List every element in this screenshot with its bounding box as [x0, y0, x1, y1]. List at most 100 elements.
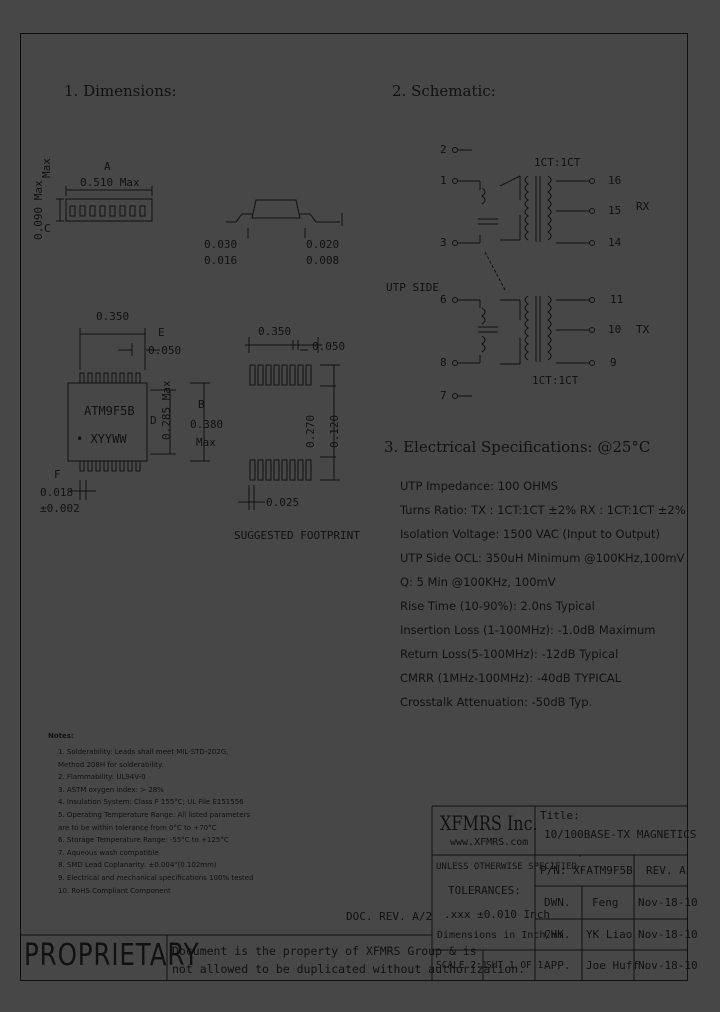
fp-caption: SUGGESTED FOOTPRINT: [234, 529, 360, 542]
tolerance-value: .xxx ±0.010 Inch: [444, 908, 550, 921]
footprint-pad: [281, 364, 288, 386]
spec-line: Crosstalk Attenuation: -50dB Typ.: [400, 695, 593, 709]
dim-c-max: Max: [40, 158, 53, 178]
package-pin: [89, 205, 96, 217]
footprint-pad: [297, 364, 304, 386]
dim-lead-top: 0.030: [204, 238, 238, 251]
dwn-date: Nov-18-10: [638, 896, 698, 909]
package-pin: [119, 372, 125, 384]
pin-left-6: 6: [440, 293, 447, 306]
proprietary-label: PROPRIETARY: [24, 938, 200, 973]
package-side-view: [226, 199, 343, 238]
dim-thick-top: 0.020: [306, 238, 340, 251]
package-pin: [95, 460, 101, 472]
part-marking: ATM9F5B: [84, 404, 135, 418]
package-pin: [139, 205, 146, 217]
dim-f-value: 0.018: [40, 486, 74, 499]
package-pin: [87, 460, 93, 472]
package-pin: [119, 460, 125, 472]
chk-name: YK Liao: [586, 928, 633, 941]
company-website: www.XFMRS.com: [450, 837, 529, 848]
drawing-title: 10/100BASE-TX MAGNETICS: [544, 828, 697, 841]
fp-h1: 0.270: [304, 414, 317, 448]
pin-right-11: 11: [610, 293, 624, 306]
package-pin: [95, 372, 101, 384]
rx-label: RX: [636, 200, 650, 213]
schematic-drawing: [452, 147, 595, 399]
dim-b-max: Max: [196, 436, 216, 449]
dwn-label: DWN.: [544, 896, 571, 909]
package-pin: [103, 460, 109, 472]
fp-h2: 0.120: [328, 414, 341, 448]
ratio-top: 1CT:1CT: [534, 156, 581, 169]
dim-e-label: E: [158, 326, 165, 339]
proprietary-line-2: not allowed to be duplicated without aut…: [172, 962, 526, 976]
footprint-pad: [273, 459, 280, 481]
spec-line: Q: 5 Min @100KHz, 100mV: [400, 575, 556, 589]
title-label: Title:: [540, 809, 580, 822]
dim-e-value: 0.050: [148, 344, 182, 357]
tx-label: TX: [636, 323, 650, 336]
footprint-pad: [257, 364, 264, 386]
fp-pitch: 0.350: [258, 325, 292, 338]
schematic-heading: 2. Schematic:: [392, 82, 496, 100]
dim-f-label: F: [54, 468, 61, 481]
spec-line: CMRR (1MHz-100MHz): -40dB TYPICAL: [400, 671, 622, 685]
part-number: P/N: XFATM9F5B: [540, 864, 633, 877]
pin-left-8: 8: [440, 356, 447, 369]
footprint-pad: [305, 459, 312, 481]
spec-line: Rise Time (10-90%): 2.0ns Typical: [400, 599, 595, 613]
dim-pitch: 0.350: [96, 310, 130, 323]
dim-a-value: 0.510 Max: [80, 176, 140, 189]
package-pin: [111, 460, 117, 472]
tolerance-label: TOLERANCES:: [448, 884, 521, 897]
package-front-view: [67, 328, 210, 500]
dim-a-label: A: [104, 160, 111, 173]
app-label: APP.: [544, 959, 571, 972]
ratio-bottom: 1CT:1CT: [532, 374, 579, 387]
package-pin: [79, 460, 85, 472]
dim-lead-bot: 0.016: [204, 254, 238, 267]
dim-f-tol: ±0.002: [40, 502, 80, 515]
title-block-lines: [20, 805, 688, 981]
notes-title: Notes:: [48, 732, 74, 740]
note-item: 3. ASTM oxygen index: > 28%: [58, 785, 164, 794]
pin-left-3: 3: [440, 236, 447, 249]
package-pin: [79, 372, 85, 384]
dim-d-value: 0.285 Max: [160, 380, 173, 440]
pin-right-16: 16: [608, 174, 622, 187]
footprint-pad: [257, 459, 264, 481]
dim-thick-bot: 0.008: [306, 254, 340, 267]
chk-label: CHK.: [544, 928, 571, 941]
package-pin: [87, 372, 93, 384]
note-item: 5. Operating Temperature Range: All list…: [58, 811, 251, 819]
drawing-sheet: [20, 33, 688, 981]
note-item: 4. Insulation System: Class F 155°C; UL …: [58, 798, 244, 807]
footprint-pad: [249, 364, 256, 386]
package-pin: [103, 372, 109, 384]
package-pin: [135, 460, 141, 472]
note-item: 10. RoHS Compliant Component: [58, 886, 171, 895]
package-pin: [127, 372, 133, 384]
date-code: • XYYWW: [76, 432, 127, 446]
spec-line: Return Loss(5-100MHz): -12dB Typical: [400, 647, 619, 661]
package-pin: [135, 372, 141, 384]
spec-line: Turns Ratio: TX : 1CT:1CT ±2% RX : 1CT:1…: [400, 503, 686, 517]
app-name: Joe Huff: [586, 959, 639, 972]
revision: REV. A: [646, 864, 686, 877]
note-item: 8. SMD Lead Coplanarity: ±0.004"(0.102mm…: [58, 861, 217, 870]
unless-specified: UNLESS OTHERWISE SPECIFIED: [436, 862, 577, 872]
doc-rev: DOC. REV. A/2: [346, 910, 433, 923]
pin-left-2: 2: [440, 143, 447, 156]
note-item: 7. Aqueous wash compatible: [58, 848, 159, 857]
note-item: are to be within tolerance from 0°C to +…: [58, 823, 217, 832]
dim-c-label: C: [44, 222, 51, 235]
note-item: 6. Storage Temperature Range: -55°C to +…: [58, 836, 229, 845]
spec-line: UTP Side OCL: 350uH Minimum @100KHz,100m…: [400, 551, 685, 565]
spec-line: Isolation Voltage: 1500 VAC (Input to Ou…: [400, 527, 660, 541]
dim-d-label: D: [150, 414, 157, 427]
note-item: 9. Electrical and mechanical specificati…: [58, 874, 254, 882]
footprint-drawing: [238, 337, 340, 510]
fp-width: 0.025: [266, 496, 300, 509]
